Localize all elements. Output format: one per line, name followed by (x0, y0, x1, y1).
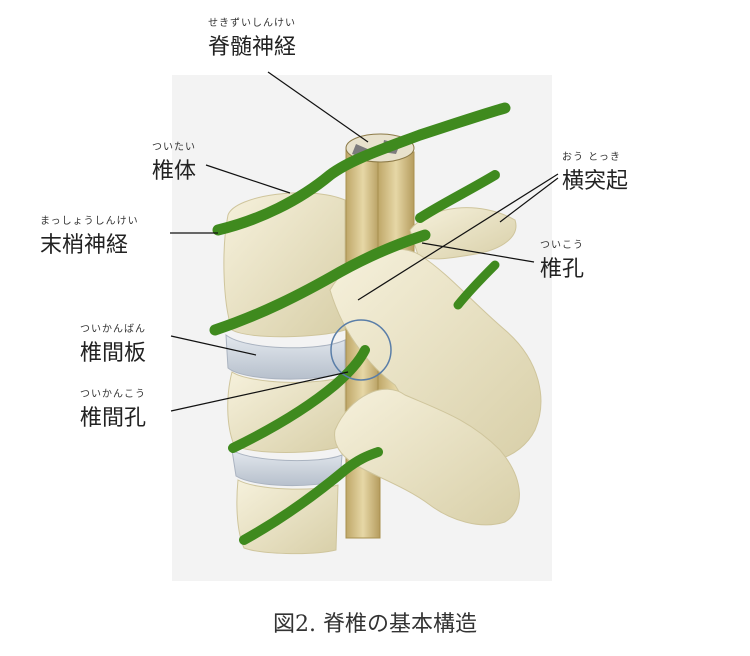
ruby-intervertebral-disc: ついかんばん (80, 324, 146, 335)
foramen-highlight-circle (330, 319, 392, 381)
label-peripheral-nerve: まっしょうしんけい 末梢神経 (40, 212, 139, 259)
term-vertebral-foramen: 椎孔 (540, 257, 585, 282)
ruby-vertebral-body: ついたい (152, 142, 196, 153)
nerve-fibers (209, 102, 511, 545)
term-intervertebral-disc: 椎間板 (80, 341, 147, 366)
label-intervertebral-foramen: ついかんこう 椎間孔 (80, 385, 146, 432)
label-spinal-nerve: せきずいしんけい 脊髄神経 (208, 14, 296, 61)
label-vertebral-foramen: ついこう 椎孔 (540, 236, 584, 283)
label-transverse-process: おう とっき 横突起 (562, 148, 628, 195)
ruby-peripheral-nerve: まっしょうしんけい (40, 216, 139, 227)
figure-caption: 図2. 脊椎の基本構造 (273, 612, 477, 637)
term-vertebral-body: 椎体 (152, 159, 197, 184)
vertebral-arch (329, 207, 542, 526)
vertebral-body-stack (223, 192, 346, 555)
ruby-vertebral-foramen: ついこう (540, 240, 584, 251)
ruby-transverse-process: おう とっき (562, 152, 621, 163)
term-peripheral-nerve: 末梢神経 (40, 233, 129, 258)
term-spinal-nerve: 脊髄神経 (208, 35, 297, 60)
term-intervertebral-foramen: 椎間孔 (80, 406, 147, 431)
ruby-intervertebral-foramen: ついかんこう (80, 389, 146, 400)
term-transverse-process: 横突起 (562, 169, 629, 194)
label-intervertebral-disc: ついかんばん 椎間板 (80, 320, 146, 367)
ruby-spinal-nerve: せきずいしんけい (208, 18, 296, 29)
leader-lines (170, 71, 559, 412)
label-vertebral-body: ついたい 椎体 (152, 138, 196, 185)
